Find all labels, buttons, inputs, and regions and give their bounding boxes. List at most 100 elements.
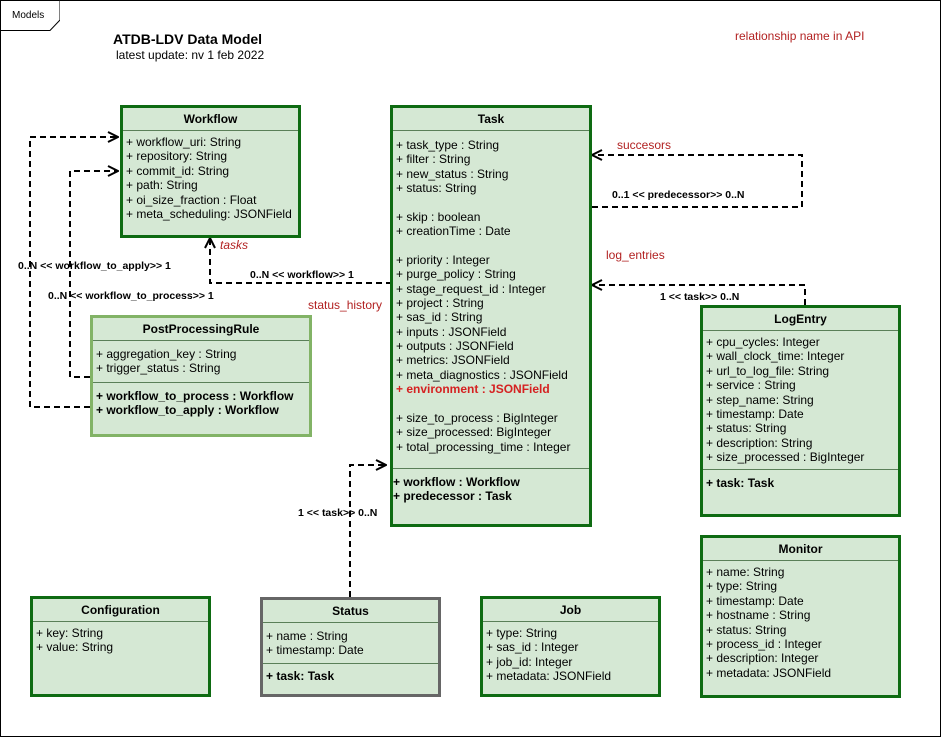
relation: + workflow_to_apply : Workflow: [96, 403, 279, 418]
attribute: + metadata: JSONField: [706, 665, 832, 680]
class-workflow-name: Workflow: [123, 108, 298, 131]
attribute: + total_processing_time : Integer: [396, 439, 571, 454]
class-status-name: Status: [263, 600, 438, 623]
attribute: + workflow_uri: String: [126, 135, 242, 149]
diagram-title: ATDB-LDV Data Model: [113, 31, 263, 47]
attribute: + outputs : JSONField: [396, 339, 514, 354]
class-status-attributes: + name : String + timestamp: Date: [263, 623, 438, 663]
relation: + task: Task: [266, 668, 335, 683]
label-status-task: 1 << task>> 0..N: [298, 507, 378, 519]
attribute: + stage_request_id : Integer: [396, 281, 546, 296]
class-logentry: LogEntry + cpu_cycles: Integer + wall_cl…: [700, 305, 901, 517]
class-monitor-name: Monitor: [703, 538, 898, 561]
attribute: + priority : Integer: [396, 252, 490, 267]
attribute: + filter : String: [396, 152, 471, 167]
attribute: + type: String: [486, 626, 558, 640]
class-postprocessingrule-relations: + workflow_to_process : Workflow + workf…: [93, 381, 309, 422]
class-postprocessingrule: PostProcessingRule + aggregation_key : S…: [90, 315, 312, 437]
label-status-history: status_history: [308, 298, 383, 312]
class-workflow: Workflow + workflow_uri: String + reposi…: [120, 105, 301, 238]
attribute: + creationTime : Date: [396, 224, 511, 239]
attribute: + timestamp: Date: [706, 593, 804, 608]
attribute: + size_to_process : BigInteger: [396, 410, 558, 425]
class-job-name: Job: [483, 599, 658, 622]
attribute: + trigger_status : String: [96, 361, 221, 376]
class-configuration-name: Configuration: [33, 599, 208, 622]
attribute: + commit_id: String: [126, 163, 230, 178]
attribute: + hostname : String: [706, 608, 811, 623]
attribute: + sas_id : String: [396, 310, 483, 325]
label-workflow-to-apply: 0..N << workflow_to_apply>> 1: [18, 260, 171, 272]
attribute: + metadata: JSONField: [486, 669, 612, 684]
attribute: + task_type : String: [396, 138, 500, 152]
class-status: Status + name : String + timestamp: Date…: [260, 597, 441, 697]
connector-workflow-to-apply: [29, 137, 118, 408]
attribute: + path: String: [126, 178, 198, 193]
relation: + workflow_to_process : Workflow: [96, 388, 294, 403]
label-tasks: tasks: [220, 238, 249, 252]
class-task-relations: + workflow : Workflow + predecessor : Ta…: [393, 468, 589, 508]
attribute: + sas_id : Integer: [486, 640, 579, 655]
class-configuration: Configuration + key: String + value: Str…: [30, 596, 211, 697]
attribute: + aggregation_key : String: [96, 347, 237, 361]
class-postprocessingrule-attributes: + aggregation_key : String + trigger_sta…: [93, 341, 309, 382]
attribute: + cpu_cycles: Integer: [706, 335, 820, 349]
frame-tab-label: Models: [12, 10, 45, 21]
connector-log-task: [592, 285, 806, 305]
attribute: + status: String: [706, 421, 787, 436]
attribute: + inputs : JSONField: [396, 324, 507, 339]
class-workflow-attributes: + workflow_uri: String + repository: Str…: [123, 131, 298, 225]
attribute: + oi_size_fraction : Float: [126, 192, 257, 207]
attribute: + step_name: String: [706, 392, 814, 407]
relation: + task: Task: [706, 475, 775, 490]
attribute: + value: String: [36, 640, 114, 655]
attribute: + url_to_log_file: String: [706, 363, 830, 378]
label-predecessor: 0..1 << predecessor>> 0..N: [612, 189, 745, 201]
attribute: + size_processed : BigInteger: [706, 450, 865, 465]
label-log-task: 1 << task>> 0..N: [660, 291, 740, 303]
frame-tab: Models: [0, 0, 60, 31]
connector-status-task: [349, 465, 386, 597]
attribute: + timestamp: Date: [266, 643, 364, 658]
class-monitor: Monitor + name: String + type: String + …: [700, 535, 901, 698]
attribute-highlighted: + environment : JSONField: [396, 382, 550, 397]
attribute: + description: String: [706, 435, 813, 450]
relation: + workflow : Workflow: [393, 475, 520, 489]
attribute: + name: String: [706, 565, 785, 579]
attribute-spacer: [396, 196, 586, 210]
class-logentry-relations: + task: Task: [703, 468, 898, 494]
attribute: + size_processed: BigInteger: [396, 425, 552, 440]
attribute-spacer: [396, 397, 586, 411]
attribute: + type: String: [706, 579, 778, 594]
connector-predecessor: [592, 155, 803, 208]
attribute: + service : String: [706, 378, 796, 393]
attribute: + description: Integer: [706, 651, 819, 666]
attribute: + name : String: [266, 629, 348, 643]
frame-tab-outline: [0, 0, 60, 31]
attribute: + wall_clock_time: Integer: [706, 349, 845, 364]
diagram-subtitle: latest update: nv 1 feb 2022: [116, 48, 265, 62]
class-logentry-name: LogEntry: [703, 308, 898, 331]
class-job: Job + type: String + sas_id : Integer + …: [480, 596, 661, 697]
attribute: + status: String: [396, 181, 477, 196]
attribute: + project : String: [396, 295, 484, 310]
class-logentry-attributes: + cpu_cycles: Integer + wall_clock_time:…: [703, 331, 898, 469]
legend-note: relationship name in API: [735, 29, 865, 43]
connector-workflow-to-process: [69, 171, 118, 378]
attribute: + process_id : Integer: [706, 636, 822, 651]
class-status-relations: + task: Task: [263, 662, 438, 687]
label-task-workflow: 0..N << workflow>> 1: [250, 269, 354, 281]
class-monitor-attributes: + name: String + type: String + timestam…: [703, 561, 898, 684]
class-job-attributes: + type: String + sas_id : Integer + job_…: [483, 622, 658, 688]
label-log-entries: log_entries: [606, 248, 665, 262]
connector-task-workflow: [210, 238, 392, 284]
attribute: + purge_policy : String: [396, 267, 516, 282]
attribute: + skip : boolean: [396, 209, 481, 224]
attribute: + status: String: [706, 622, 787, 637]
attribute: + meta_diagnostics : JSONField: [396, 367, 568, 382]
attribute: + metrics: JSONField: [396, 353, 510, 368]
class-task: Task + task_type : String + filter : Str…: [390, 105, 592, 527]
label-succesors: succesors: [617, 138, 672, 152]
label-workflow-to-process: 0..N << workflow_to_process>> 1: [48, 290, 214, 302]
